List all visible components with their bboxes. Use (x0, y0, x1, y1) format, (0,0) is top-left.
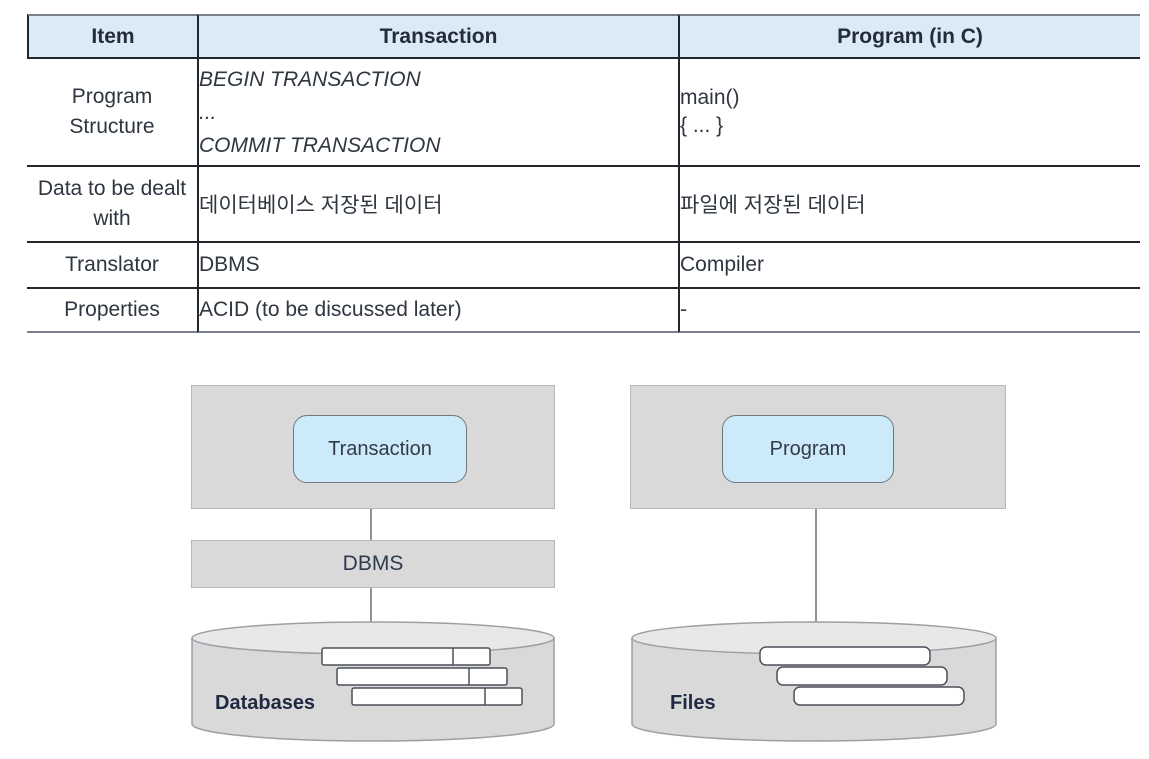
connector-program-files (815, 509, 817, 622)
item-cell: Program Structure (27, 59, 197, 167)
cylinder-shape-icon (631, 621, 997, 742)
databases-label: Databases (215, 692, 316, 714)
file-bar (793, 686, 965, 706)
connector-dbms-databases (370, 588, 372, 622)
record-bar (321, 647, 491, 666)
code-line: main() (680, 86, 740, 109)
comparison-table: Item Transaction Program (in C) Program … (27, 14, 1140, 333)
code-line: COMMIT TRANSACTION (199, 133, 441, 157)
program-cell: - (678, 289, 1140, 333)
code-line: BEGIN TRANSACTION (199, 67, 421, 91)
record-bar (351, 687, 523, 706)
table-row-data: Data to be dealt with 데이터베이스 저장된 데이터 파일에… (27, 167, 1140, 243)
program-cell: main() { ... } (678, 59, 1140, 167)
program-box: Program (722, 415, 894, 483)
col-header-transaction: Transaction (197, 14, 678, 59)
code-line: ... (199, 100, 217, 124)
databases-cylinder: Databases (191, 620, 555, 744)
transaction-cell: DBMS (197, 243, 678, 289)
header-row: Item Transaction Program (in C) (27, 14, 1140, 59)
transaction-box: Transaction (293, 415, 467, 483)
files-cylinder: Files (631, 620, 997, 744)
item-cell: Properties (27, 289, 197, 333)
item-cell: Translator (27, 243, 197, 289)
file-bar (759, 646, 931, 666)
file-bars (759, 646, 965, 706)
connector-transaction-dbms (370, 509, 372, 540)
record-bars (321, 647, 523, 706)
transaction-cell: 데이터베이스 저장된 데이터 (197, 167, 678, 243)
program-cell: Compiler (678, 243, 1140, 289)
transaction-cell: ACID (to be discussed later) (197, 289, 678, 333)
table-row-properties: Properties ACID (to be discussed later) … (27, 289, 1140, 333)
dbms-box: DBMS (191, 540, 555, 588)
col-header-item: Item (27, 14, 197, 59)
transaction-cell: BEGIN TRANSACTION ... COMMIT TRANSACTION (197, 59, 678, 167)
item-cell: Data to be dealt with (27, 167, 197, 243)
record-bar (336, 667, 508, 686)
files-label: Files (670, 692, 716, 714)
code-line: { ... } (680, 114, 724, 137)
col-header-program: Program (in C) (678, 14, 1140, 59)
table-row-translator: Translator DBMS Compiler (27, 243, 1140, 289)
table-row-program-structure: Program Structure BEGIN TRANSACTION ... … (27, 59, 1140, 167)
program-cell: 파일에 저장된 데이터 (678, 167, 1140, 243)
file-bar (776, 666, 948, 686)
cylinder-shape-icon (191, 621, 555, 742)
